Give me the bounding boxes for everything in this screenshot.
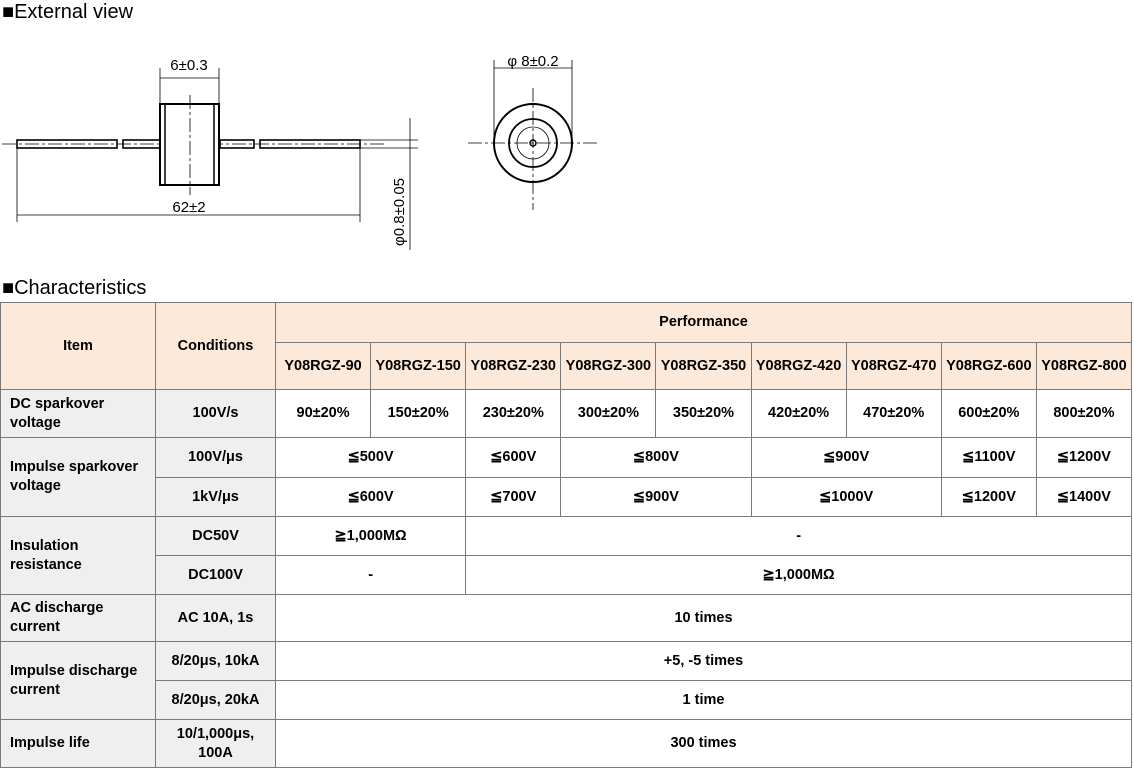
- section-title-characteristics: ■Characteristics: [2, 277, 147, 299]
- value-cell: 420±20%: [750, 389, 847, 438]
- value-cell: ≦600V: [465, 437, 562, 478]
- table-row: DC100V-≧1,000MΩ: [1, 555, 1132, 595]
- condition-cell: DC50V: [155, 516, 276, 556]
- value-cell: 150±20%: [370, 389, 467, 438]
- value-cell: ≦500V: [274, 437, 467, 478]
- model-header: Y08RGZ-800: [1035, 342, 1133, 390]
- arrester-body: [159, 103, 220, 186]
- dim-length: 62±2: [172, 199, 205, 216]
- item-cell: Insulation resistance: [0, 516, 156, 595]
- value-cell: 300±20%: [560, 389, 657, 438]
- header-item: Item: [0, 302, 156, 390]
- value-cell: 10 times: [275, 594, 1132, 642]
- value-cell: -: [465, 516, 1132, 556]
- dim-body-width: 6±0.3: [170, 57, 207, 74]
- value-cell: 90±20%: [274, 389, 372, 438]
- value-cell: ≦900V: [750, 437, 942, 478]
- value-cell: ≦1200V: [940, 477, 1037, 517]
- lead-left: [16, 139, 118, 149]
- lead-right: [259, 139, 361, 149]
- value-cell: ≦1200V: [1035, 437, 1133, 478]
- condition-cell: DC100V: [155, 555, 276, 595]
- value-cell: 800±20%: [1035, 389, 1133, 438]
- model-header: Y08RGZ-90: [274, 342, 372, 390]
- value-cell: ≦600V: [274, 477, 467, 517]
- condition-cell: 8/20μs, 10kA: [155, 641, 276, 681]
- item-cell: Impulse sparkover voltage: [0, 437, 156, 517]
- value-cell: 1 time: [275, 680, 1132, 720]
- value-cell: ≦1400V: [1035, 477, 1133, 517]
- model-header: Y08RGZ-600: [940, 342, 1037, 390]
- condition-cell: 10/1,000μs, 100A: [155, 719, 276, 768]
- value-cell: +5, -5 times: [275, 641, 1132, 681]
- value-cell: ≧1,000MΩ: [465, 555, 1132, 595]
- condition-cell: 100V/s: [155, 389, 276, 438]
- table-row: 1kV/μs≦600V≦700V≦900V≦1000V≦1200V≦1400V: [1, 477, 1133, 517]
- value-cell: 350±20%: [655, 389, 752, 438]
- value-cell: ≦900V: [560, 477, 752, 517]
- header-performance: Performance: [275, 302, 1132, 343]
- item-cell: AC discharge current: [0, 594, 156, 642]
- dim-lead-dia: φ0.8±0.05: [391, 178, 408, 246]
- value-cell: -: [274, 555, 467, 595]
- value-cell: ≧1,000MΩ: [274, 516, 467, 556]
- section-title-external-view: ■External view: [2, 1, 134, 23]
- model-header: Y08RGZ-300: [560, 342, 657, 390]
- value-cell: 470±20%: [845, 389, 942, 438]
- item-cell: Impulse discharge current: [0, 641, 156, 720]
- model-header: Y08RGZ-470: [845, 342, 942, 390]
- condition-cell: 1kV/μs: [155, 477, 276, 517]
- model-header: Y08RGZ-350: [655, 342, 752, 390]
- model-header: Y08RGZ-420: [750, 342, 847, 390]
- value-cell: ≦1000V: [750, 477, 942, 517]
- value-cell: 600±20%: [940, 389, 1037, 438]
- value-cell: 300 times: [275, 719, 1132, 768]
- condition-cell: AC 10A, 1s: [155, 594, 276, 642]
- model-header: Y08RGZ-230: [465, 342, 562, 390]
- item-cell: Impulse life: [0, 719, 156, 768]
- value-cell: 230±20%: [465, 389, 562, 438]
- value-cell: ≦700V: [465, 477, 562, 517]
- dim-body-dia: φ 8±0.2: [507, 53, 558, 70]
- condition-cell: 8/20μs, 20kA: [155, 680, 276, 720]
- condition-cell: 100V/μs: [155, 437, 276, 478]
- external-view-drawing: 6±0.3 62±2 φ 8±0.2 φ0.8±0.05: [2, 53, 598, 250]
- value-cell: ≦800V: [560, 437, 752, 478]
- header-conditions: Conditions: [155, 302, 276, 390]
- model-header: Y08RGZ-150: [370, 342, 467, 390]
- item-cell: DC sparkover voltage: [0, 389, 156, 438]
- value-cell: ≦1100V: [940, 437, 1037, 478]
